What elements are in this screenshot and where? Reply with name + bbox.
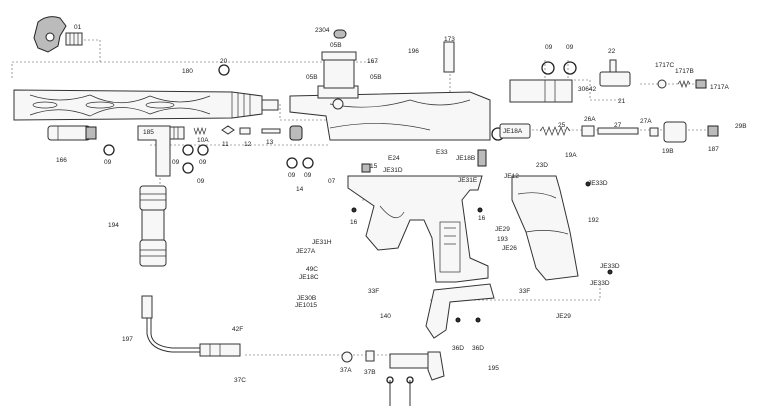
label-JE31H: JE31H: [312, 239, 332, 246]
label-173: 173: [444, 36, 455, 43]
label-197: 197: [122, 336, 133, 343]
label-26A: 26A: [584, 116, 596, 123]
label-JE33D-a: JE33D: [588, 180, 608, 187]
label-15: 15: [370, 163, 378, 170]
label-09-f: 09: [197, 178, 205, 185]
label-JE31D: JE31D: [383, 167, 403, 174]
part-140-trigger-guard: [425, 283, 495, 339]
label-37A: 37A: [340, 367, 352, 374]
part-192-grip: [511, 175, 579, 281]
label-30642: 30642: [578, 86, 597, 93]
label-27: 27: [614, 122, 622, 129]
label-194: 194: [108, 222, 119, 229]
label-16-b: 16: [478, 215, 486, 222]
label-185: 185: [143, 129, 154, 136]
label-49C: 49C: [306, 266, 318, 273]
part-197-hose: [141, 295, 375, 363]
label-167: 167: [367, 58, 378, 65]
part-196-body: [289, 29, 491, 141]
label-09-h: 09: [304, 172, 312, 179]
label-27A: 27A: [640, 118, 652, 125]
part-185-elbow: [137, 125, 185, 177]
label-E24: E24: [388, 155, 400, 162]
label-09-e: 09: [199, 159, 207, 166]
trigger-frame: [347, 149, 489, 283]
rear-bolt-parts: [499, 121, 719, 143]
label-21: 21: [618, 98, 626, 105]
label-19B: 19B: [662, 148, 674, 155]
label-195: 195: [488, 365, 499, 372]
part-194-regulator: [139, 185, 167, 267]
label-JE18C: JE18C: [299, 274, 319, 281]
label-192: 192: [588, 217, 599, 224]
label-37B: 37B: [364, 369, 376, 376]
label-196: 196: [408, 48, 419, 55]
label-12: 12: [244, 141, 252, 148]
label-1717B: 1717B: [675, 68, 694, 75]
label-187: 187: [708, 146, 719, 153]
screws: [351, 181, 613, 406]
label-09-c: 09: [104, 159, 112, 166]
label-09-a: 09: [545, 44, 553, 51]
label-1717A: 1717A: [710, 84, 729, 91]
part-166-bolt: [47, 125, 97, 141]
o-rings: [103, 61, 577, 174]
label-JE1015: JE1015: [295, 302, 318, 309]
label-29B: 29B: [735, 123, 747, 130]
label-05B-top: 05B: [330, 42, 342, 49]
label-JE33D-c: JE33D: [590, 280, 610, 287]
part-180-barrel: [13, 89, 279, 121]
label-JE27A: JE27A: [296, 248, 316, 255]
label-180: 180: [182, 68, 193, 75]
label-01: 01: [74, 24, 82, 31]
label-JE29-b: JE29: [556, 313, 571, 320]
label-193: 193: [497, 236, 508, 243]
label-JE12: JE12: [504, 173, 519, 180]
label-10A: 10A: [197, 137, 209, 144]
label-19A: 19A: [565, 152, 577, 159]
label-20: 20: [220, 58, 228, 65]
label-11: 11: [222, 141, 229, 148]
label-JE29-a: JE29: [495, 226, 510, 233]
label-140: 140: [380, 313, 391, 320]
label-33F-a: 33F: [368, 288, 380, 295]
part-30642-tube: [509, 59, 707, 103]
label-166: 166: [56, 157, 67, 164]
label-05B-left: 05B: [306, 74, 318, 81]
part-195-asa: [389, 351, 445, 381]
label-09-d: 09: [172, 159, 180, 166]
label-09-b: 09: [566, 44, 574, 51]
label-13: 13: [266, 139, 274, 146]
label-36D-a: 36D: [452, 345, 464, 352]
label-1717C: 1717C: [655, 62, 675, 69]
label-07: 07: [328, 178, 336, 185]
label-33F-b: 33F: [519, 288, 531, 295]
label-37C: 37C: [234, 377, 246, 384]
label-2304: 2304: [315, 27, 330, 34]
label-E33: E33: [436, 149, 448, 156]
label-09-g: 09: [288, 172, 296, 179]
label-JE31E: JE31E: [458, 177, 478, 184]
small-parts-valve: [193, 125, 303, 141]
label-JE18B: JE18B: [456, 155, 476, 162]
label-JE18A: JE18A: [503, 128, 523, 135]
label-14: 14: [296, 186, 304, 193]
label-23D: 23D: [536, 162, 548, 169]
label-05B-right: 05B: [370, 74, 382, 81]
label-25: 25: [558, 122, 566, 129]
label-36D-b: 36D: [472, 345, 484, 352]
label-JE33D-b: JE33D: [600, 263, 620, 270]
label-42F: 42F: [232, 326, 244, 333]
label-16-a: 16: [350, 219, 358, 226]
label-22: 22: [608, 48, 616, 55]
part-01-knob: [33, 16, 83, 53]
label-JE26: JE26: [502, 245, 517, 252]
label-JE30B: JE30B: [297, 295, 317, 302]
